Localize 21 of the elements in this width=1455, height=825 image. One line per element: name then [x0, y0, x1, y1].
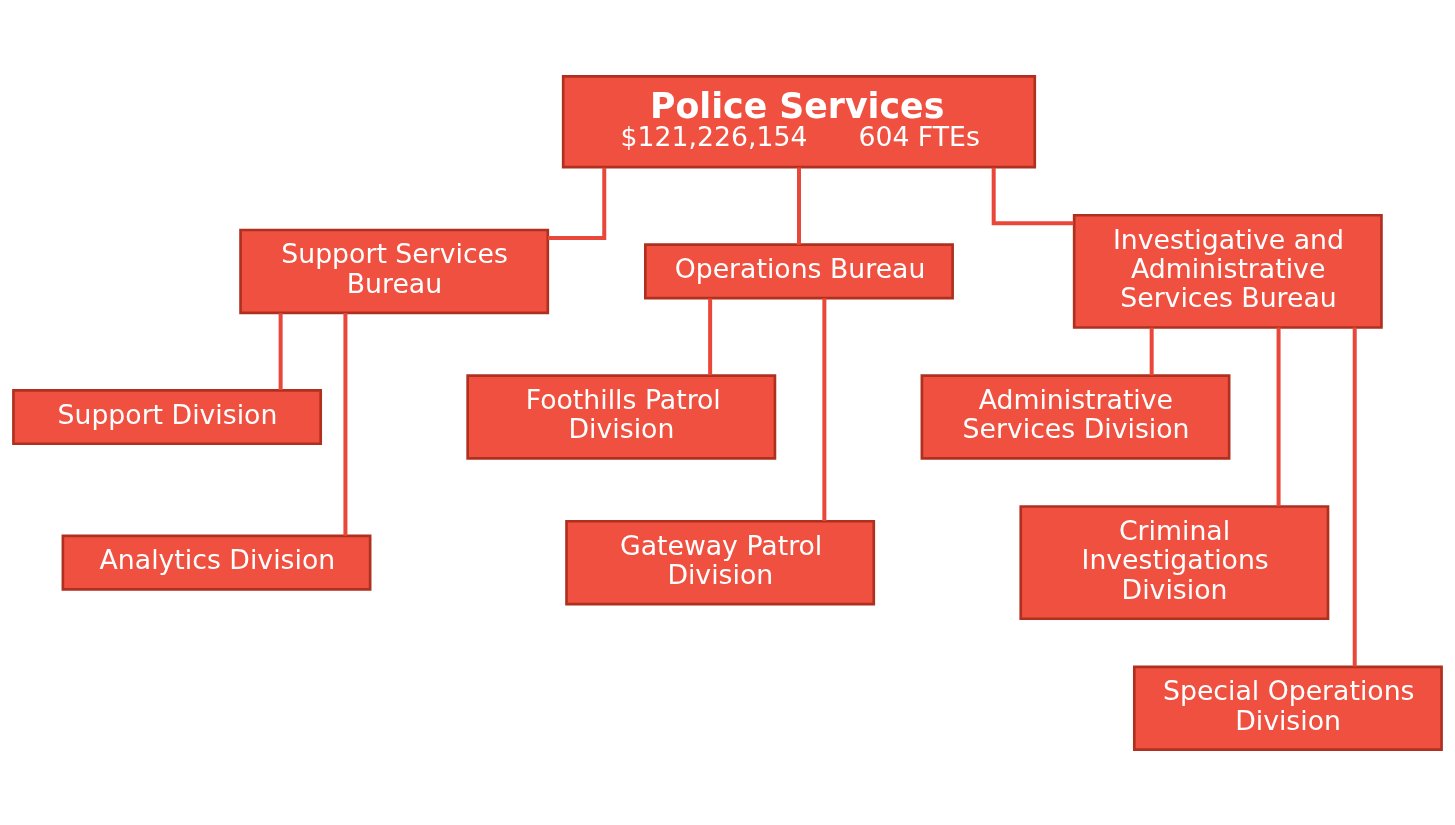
connector — [343, 312, 348, 536]
connector — [547, 167, 607, 240]
node-box: Gateway Patrol Division — [565, 519, 876, 605]
node-box: Foothills Patrol Division — [466, 373, 777, 460]
connector — [1276, 327, 1281, 506]
connector — [991, 167, 1074, 225]
connector — [1352, 327, 1357, 667]
connector — [278, 312, 283, 390]
node-box: Analytics Division — [61, 534, 372, 591]
node-box: Investigative and Administrative Services Bureau — [1072, 213, 1383, 329]
connector — [708, 297, 713, 375]
node-box: Operations Bureau — [644, 242, 954, 299]
node-box: Support Division — [12, 388, 323, 445]
node-box: Administrative Services Division — [920, 373, 1231, 460]
connector — [1149, 327, 1154, 375]
connector — [822, 297, 827, 521]
node-box: Criminal Investigations Division — [1019, 504, 1330, 620]
node-box: Special Operations Division — [1132, 665, 1443, 751]
node-box: Police Services $121,226,154 604 FTEs — [561, 74, 1037, 169]
connector — [796, 166, 801, 245]
node-box: Support Services Bureau — [239, 228, 550, 314]
